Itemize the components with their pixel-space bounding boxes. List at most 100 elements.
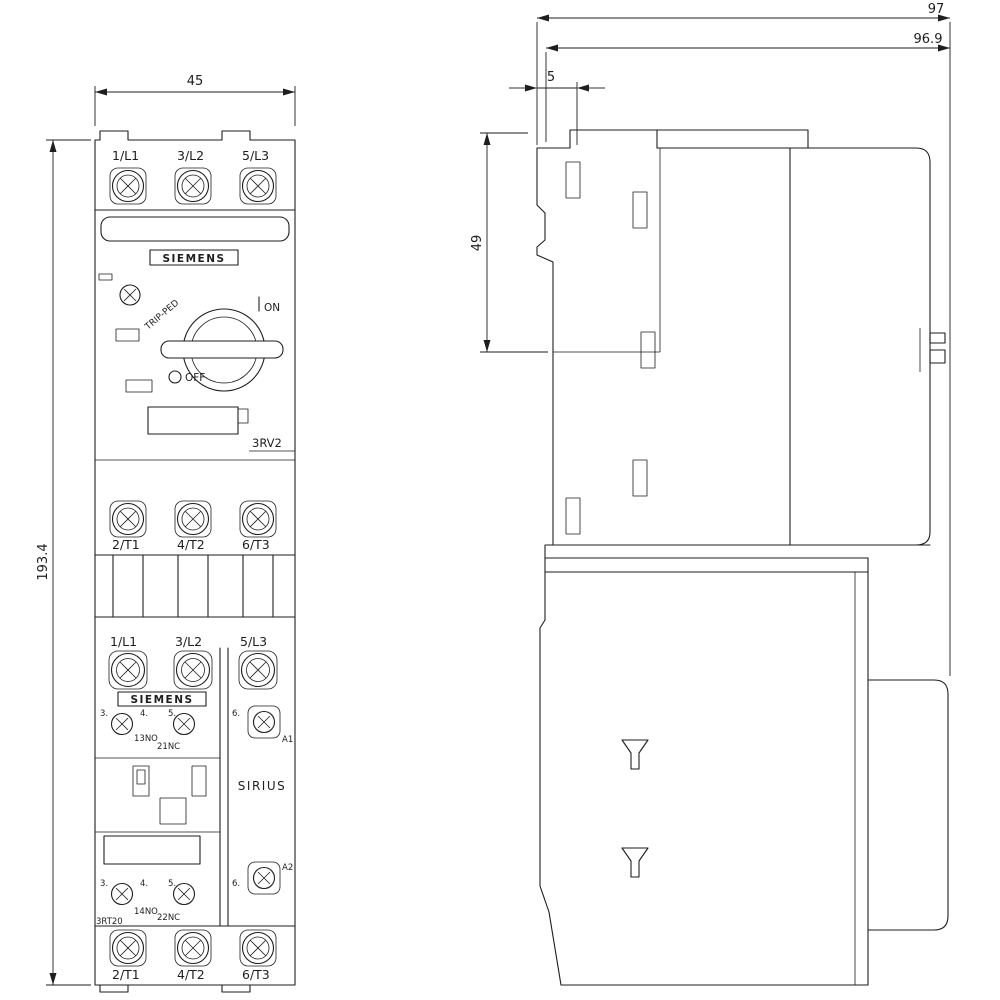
dim-clip-value: 5 bbox=[547, 70, 555, 85]
terminal-screw bbox=[174, 929, 212, 967]
front-view: 45 193.4 1/L1 3/L2 5/L3 bbox=[36, 74, 296, 993]
contactor-mechanism bbox=[95, 757, 220, 865]
dim-depth-total-value: 97 bbox=[928, 2, 945, 17]
side-view: 97 96.9 5 49 bbox=[470, 2, 951, 986]
contactor-side-profile bbox=[539, 557, 949, 986]
mounting-flange bbox=[656, 129, 809, 149]
dim-width-value: 45 bbox=[187, 74, 204, 89]
din-clip-edge bbox=[536, 129, 658, 546]
off-position-mark bbox=[168, 370, 182, 384]
contactor-terminal-label: 3/L2 bbox=[175, 634, 202, 649]
contactor-front-block bbox=[867, 679, 949, 931]
label-window-tab bbox=[237, 408, 249, 424]
breaker-terminal-label: 5/L3 bbox=[242, 148, 269, 163]
dim-height: 193.4 bbox=[36, 139, 91, 986]
aux-nc-top-label: 21NC bbox=[157, 742, 180, 752]
contactor-left-edge bbox=[539, 619, 869, 986]
terminal-screw bbox=[109, 500, 147, 538]
contactor-terminal-label: 2/T1 bbox=[112, 967, 140, 982]
aux-position-label: 5. bbox=[168, 709, 176, 719]
trip-label: TRIP-PED bbox=[143, 298, 182, 333]
aux-nc-bottom-label: 22NC bbox=[157, 913, 180, 923]
dim-height-value: 193.4 bbox=[36, 543, 51, 580]
terminal-screw bbox=[174, 167, 212, 205]
test-button bbox=[115, 328, 140, 342]
vent-slot bbox=[632, 459, 648, 497]
aux-position-label: 3. bbox=[100, 709, 108, 719]
aux-position-label: 3. bbox=[100, 879, 108, 889]
dim-clip: 5 bbox=[509, 70, 605, 145]
contactor-terminal-label: 5/L3 bbox=[240, 634, 267, 649]
breaker-terminal-label: 4/T2 bbox=[177, 537, 205, 552]
aux-no-bottom-label: 14NO bbox=[134, 907, 158, 917]
coil-terminal-a2 bbox=[247, 861, 281, 895]
breaker-terminal-label: 6/T3 bbox=[242, 537, 270, 552]
off-label: OFF bbox=[185, 372, 205, 384]
coil-a1-label: A1 bbox=[282, 735, 293, 745]
vent-slot bbox=[565, 161, 581, 199]
funnel-cutout bbox=[621, 739, 649, 770]
rotary-knob bbox=[160, 308, 284, 392]
breaker-model-label: 3RV2 bbox=[252, 436, 282, 450]
aux-position-label: 6. bbox=[232, 879, 240, 889]
dim-depth-total: 97 bbox=[536, 2, 951, 676]
terminal-screw bbox=[109, 929, 147, 967]
on-label: ON bbox=[264, 302, 280, 314]
terminal-screw bbox=[239, 929, 277, 967]
foot-tab bbox=[221, 984, 251, 993]
reset-button bbox=[125, 379, 153, 393]
aux-screw-icon bbox=[110, 712, 134, 736]
breaker-front-block bbox=[789, 147, 931, 546]
vent-slot bbox=[640, 331, 656, 369]
aux-no-top-label: 13NO bbox=[134, 734, 158, 744]
adjustment-screw-icon bbox=[119, 284, 141, 306]
dim-upper-height-value: 49 bbox=[470, 235, 485, 252]
terminal-screw bbox=[173, 650, 213, 690]
dim-depth-body-value: 96.9 bbox=[914, 32, 943, 47]
breaker-terminal-label: 1/L1 bbox=[112, 148, 139, 163]
contactor-brand-plate: SIEMENS bbox=[117, 691, 207, 707]
aux-position-label: 4. bbox=[140, 709, 148, 719]
breaker-slot bbox=[100, 216, 290, 242]
aux-screw-icon bbox=[110, 882, 134, 906]
aux-position-label: 5. bbox=[168, 879, 176, 889]
link-module bbox=[94, 554, 296, 618]
terminal-screw bbox=[239, 167, 277, 205]
marking bbox=[98, 273, 113, 281]
contactor-terminal-label: 1/L1 bbox=[110, 634, 137, 649]
coil-terminal-a1 bbox=[247, 705, 281, 739]
breaker-terminal-label: 3/L2 bbox=[177, 148, 204, 163]
knob-shaft bbox=[919, 328, 946, 372]
foot-tab bbox=[99, 984, 129, 993]
breaker-terminal-label: 2/T1 bbox=[112, 537, 140, 552]
contactor-brand-label: SIEMENS bbox=[130, 694, 193, 706]
breaker-brand-label: SIEMENS bbox=[162, 253, 225, 265]
vent-slot bbox=[565, 497, 581, 535]
contactor-outline bbox=[94, 616, 296, 986]
contactor-terminal-label: 6/T3 bbox=[242, 967, 270, 982]
terminal-screw bbox=[108, 650, 148, 690]
dim-width: 45 bbox=[94, 74, 296, 126]
contactor-model-label: 3RT20 bbox=[96, 917, 123, 927]
aux-position-label: 4. bbox=[140, 879, 148, 889]
label-window bbox=[147, 406, 239, 435]
terminal-screw bbox=[239, 500, 277, 538]
breaker-side-profile bbox=[536, 129, 946, 546]
contactor-terminal-label: 4/T2 bbox=[177, 967, 205, 982]
aux-screw-icon bbox=[172, 882, 196, 906]
terminal-screw bbox=[174, 500, 212, 538]
coil-a2-label: A2 bbox=[282, 863, 293, 873]
funnel-cutout bbox=[621, 847, 649, 878]
terminal-screw bbox=[238, 650, 278, 690]
terminal-screw bbox=[109, 167, 147, 205]
contactor-front: 1/L1 3/L2 5/L3 SI bbox=[94, 616, 296, 993]
aux-screw-icon bbox=[172, 712, 196, 736]
dim-upper-height: 49 bbox=[470, 132, 548, 353]
device-joint bbox=[544, 544, 931, 621]
breaker-front: 1/L1 3/L2 5/L3 bbox=[94, 130, 296, 556]
breaker-outline bbox=[94, 130, 296, 556]
aux-position-label: 6. bbox=[232, 709, 240, 719]
vent-slot bbox=[632, 191, 648, 229]
